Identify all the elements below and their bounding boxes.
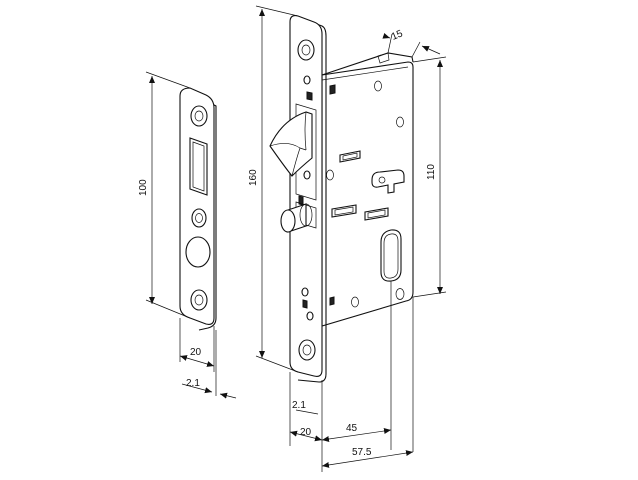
dimension-faceplate-thickness: 2.1 (289, 372, 323, 472)
dimension-label-faceplate-thickness: 2.1 (292, 400, 306, 411)
dimension-label-faceplate-height: 160 (248, 169, 259, 186)
dimension-strike-thickness: 2.1 (181, 330, 237, 399)
dimension-strike-height: 100 (138, 71, 191, 319)
dimension-label-faceplate-width: 20 (300, 427, 312, 438)
dimension-label-backset: 45 (346, 423, 358, 434)
dimension-label-strike-height: 100 (138, 179, 149, 196)
dimension-case-top-depth: 15 (382, 28, 441, 58)
dimension-strike-width: 20 (179, 318, 215, 372)
dimension-label-case-top-depth: 15 (390, 28, 405, 43)
lock-faceplate (289, 15, 327, 383)
strike-plate (179, 87, 217, 331)
dimension-case-height: 110 (412, 56, 447, 298)
dimension-faceplate-width: 20 (289, 427, 323, 442)
dimension-backset: 45 (321, 281, 392, 450)
dimension-label-strike-width: 20 (190, 347, 202, 358)
dimension-faceplate-height: 160 (248, 5, 299, 373)
dead-bolt (280, 203, 313, 233)
lock-case (321, 52, 414, 327)
latch-bolt (269, 111, 313, 177)
dimension-overall-depth: 57.5 (321, 297, 414, 468)
dimension-label-overall-depth: 57.5 (352, 447, 372, 458)
dimension-label-strike-thickness: 2.1 (186, 378, 200, 389)
dimension-label-case-height: 110 (426, 164, 437, 180)
